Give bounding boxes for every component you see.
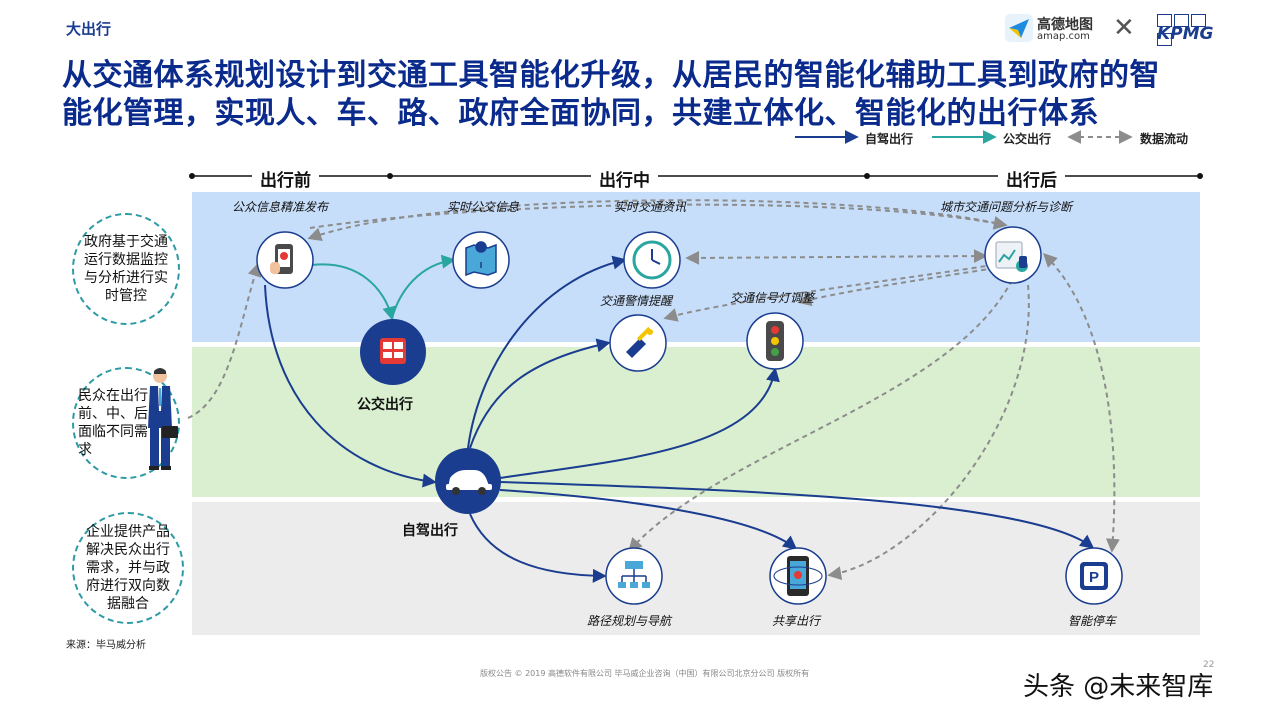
businessman-icon xyxy=(148,368,178,470)
page-title-line-1: 从交通体系规划设计到交通工具智能化升级，从居民的智能化辅助工具到政府的智 xyxy=(62,58,1160,93)
flow-arrow xyxy=(307,199,1006,242)
amap-domain: amap.com xyxy=(1037,31,1090,42)
legend-data-flow-label: 数据流动 xyxy=(1140,132,1189,146)
route-tree-icon xyxy=(618,561,650,588)
drive-arrow xyxy=(499,481,1095,549)
flow-arrow xyxy=(685,249,988,265)
logo-area: 高德地图 amap.com ✕ KPMG xyxy=(1005,12,1220,46)
timeline-dot xyxy=(864,173,870,179)
traffic-alert-label: 交通警情提醒 xyxy=(600,294,673,308)
flow-arrow xyxy=(663,261,1013,322)
kpmg-boxes-icon xyxy=(1157,12,1220,50)
government-side-label: 政府基于交通运行数据监控与分析进行实时管控 xyxy=(72,213,180,325)
phase-during-label: 出行中 xyxy=(591,166,658,191)
phone-info-icon xyxy=(270,244,293,274)
timeline-dot xyxy=(1197,173,1203,179)
cross-icon: ✕ xyxy=(1113,13,1135,43)
amap-name: 高德地图 xyxy=(1037,17,1093,33)
parking-icon: P xyxy=(1080,562,1108,590)
timeline-dot xyxy=(387,173,393,179)
car-icon xyxy=(446,470,492,495)
city-analysis-node xyxy=(984,226,1042,284)
analysis-dashboard-icon xyxy=(995,241,1028,272)
kpmg-logo: KPMG xyxy=(1157,24,1214,44)
flow-arrow xyxy=(628,279,1013,553)
public-info-node xyxy=(256,231,314,289)
flow-arrow xyxy=(187,262,262,419)
flow-arrow xyxy=(827,284,1030,581)
flow-arrow xyxy=(797,267,996,307)
source-note: 来源：毕马威分析 xyxy=(66,640,146,651)
bus-travel-node xyxy=(360,319,426,385)
citizen-side-text: 民众在出行前、中、后面临不同需求 xyxy=(78,388,148,458)
smart-parking-node: P xyxy=(1065,547,1123,605)
smart-parking-label: 智能停车 xyxy=(1068,614,1117,628)
drive-arrow xyxy=(499,367,780,479)
self-drive-node xyxy=(435,448,501,514)
section-tag: 大出行 xyxy=(66,20,112,38)
clock-icon xyxy=(632,240,672,280)
drive-arrow xyxy=(499,489,798,550)
drive-arrow xyxy=(264,284,437,488)
route-nav-label: 路径规划与导航 xyxy=(587,614,672,628)
realtime-bus-label: 实时公交信息 xyxy=(447,200,520,214)
realtime-traffic-node xyxy=(623,231,681,289)
watermark: 头条 @未来智库 xyxy=(1023,672,1214,702)
map-pin-icon xyxy=(465,241,497,277)
city-analysis-label: 城市交通问题分析与诊断 xyxy=(940,200,1073,214)
enterprise-side-text: 企业提供产品解决民众出行需求，并与政府进行双向数据融合 xyxy=(86,524,170,612)
public-info-label: 公众信息精准发布 xyxy=(232,200,329,214)
signal-adjust-label: 交通信号灯调整 xyxy=(730,291,815,305)
shared-travel-label: 共享出行 xyxy=(772,614,821,628)
self-drive-label: 自驾出行 xyxy=(402,523,458,539)
drive-arrow xyxy=(467,255,627,449)
traffic-light-icon xyxy=(766,321,784,361)
timeline-dot xyxy=(189,173,195,179)
phase-after-label: 出行后 xyxy=(998,166,1065,191)
legend-self-drive-label: 自驾出行 xyxy=(865,132,914,146)
copyright-notice: 版权公告 © 2019 高德软件有限公司 毕马威企业咨询（中国）有限公司北京分公… xyxy=(480,669,810,678)
bus-travel-label: 公交出行 xyxy=(357,397,413,413)
legend-public-transit-label: 公交出行 xyxy=(1003,132,1052,146)
page-number: 22 xyxy=(1203,660,1215,670)
drive-arrow xyxy=(469,338,611,449)
signal-adjust-node xyxy=(746,312,804,370)
government-side-text: 政府基于交通运行数据监控与分析进行实时管控 xyxy=(84,234,168,304)
enterprise-side-label: 企业提供产品解决民众出行需求，并与政府进行双向数据融合 xyxy=(72,512,184,624)
realtime-bus-node xyxy=(452,231,510,289)
citizen-band xyxy=(192,347,1200,497)
svg-text:P: P xyxy=(1089,569,1099,586)
drive-arrow xyxy=(469,513,607,583)
transit-arrow xyxy=(311,263,397,321)
alert-icon xyxy=(626,326,653,358)
phase-before-label: 出行前 xyxy=(252,166,319,191)
realtime-traffic-label: 实时交通资讯 xyxy=(614,200,687,214)
bus-icon xyxy=(380,338,406,364)
flow-arrow xyxy=(1043,253,1120,553)
amap-logo-icon xyxy=(1005,14,1033,42)
route-nav-node xyxy=(605,547,663,605)
shared-phone-icon xyxy=(773,556,823,596)
shared-travel-node xyxy=(769,547,827,605)
transit-arrow xyxy=(391,254,456,319)
traffic-alert-node xyxy=(609,314,667,372)
flow-arrow xyxy=(309,203,1008,230)
page-title-line-2: 能化管理，实现人、车、路、政府全面协同，共建立体化、智能化的出行体系 xyxy=(62,96,1099,131)
